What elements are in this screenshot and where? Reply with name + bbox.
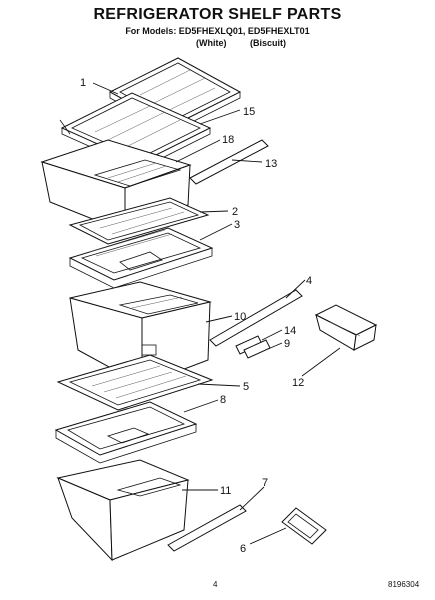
part-2-glass-cover bbox=[68, 197, 210, 245]
part-8-cover-frame bbox=[54, 401, 198, 464]
callout-10: 10 bbox=[234, 311, 246, 323]
page-number: 4 bbox=[213, 580, 218, 589]
callout-1: 1 bbox=[80, 77, 86, 89]
part-11-crisper-drawer bbox=[56, 459, 190, 562]
callout-13: 13 bbox=[265, 158, 277, 170]
callout-2: 2 bbox=[232, 206, 238, 218]
part-18-crisper-drawer bbox=[40, 139, 192, 233]
part-5-glass-cover bbox=[56, 354, 214, 411]
callout-3: 3 bbox=[234, 219, 240, 231]
part-13-trim bbox=[189, 139, 269, 185]
leader-lines bbox=[92, 82, 341, 545]
page-title: REFRIGERATOR SHELF PARTS bbox=[93, 6, 342, 23]
part-4-trim bbox=[209, 289, 303, 347]
callout-9: 9 bbox=[284, 338, 290, 350]
callout-12: 12 bbox=[292, 377, 304, 389]
callout-6: 6 bbox=[240, 543, 246, 555]
variant-white: (White) bbox=[196, 38, 227, 48]
callout-15: 15 bbox=[243, 106, 255, 118]
callout-18: 18 bbox=[222, 134, 234, 146]
callout-14: 14 bbox=[284, 325, 296, 337]
part-12-bin bbox=[314, 304, 378, 351]
callout-7: 7 bbox=[262, 477, 268, 489]
callout-8: 8 bbox=[220, 394, 226, 406]
document-code: 8196304 bbox=[388, 580, 420, 589]
part-3-cover-frame bbox=[68, 227, 214, 289]
callout-4: 4 bbox=[306, 275, 312, 287]
part-7-trim bbox=[167, 504, 247, 552]
part-6-bracket bbox=[281, 507, 327, 545]
callout-11: 11 bbox=[220, 485, 231, 497]
callout-5: 5 bbox=[243, 381, 249, 393]
model-list: For Models: ED5FHEXLQ01, ED5FHEXLT01 bbox=[125, 26, 310, 36]
variant-biscuit: (Biscuit) bbox=[250, 38, 286, 48]
callout-labels: 1 15 18 13 2 3 4 10 14 9 12 5 8 11 7 6 bbox=[80, 77, 312, 555]
